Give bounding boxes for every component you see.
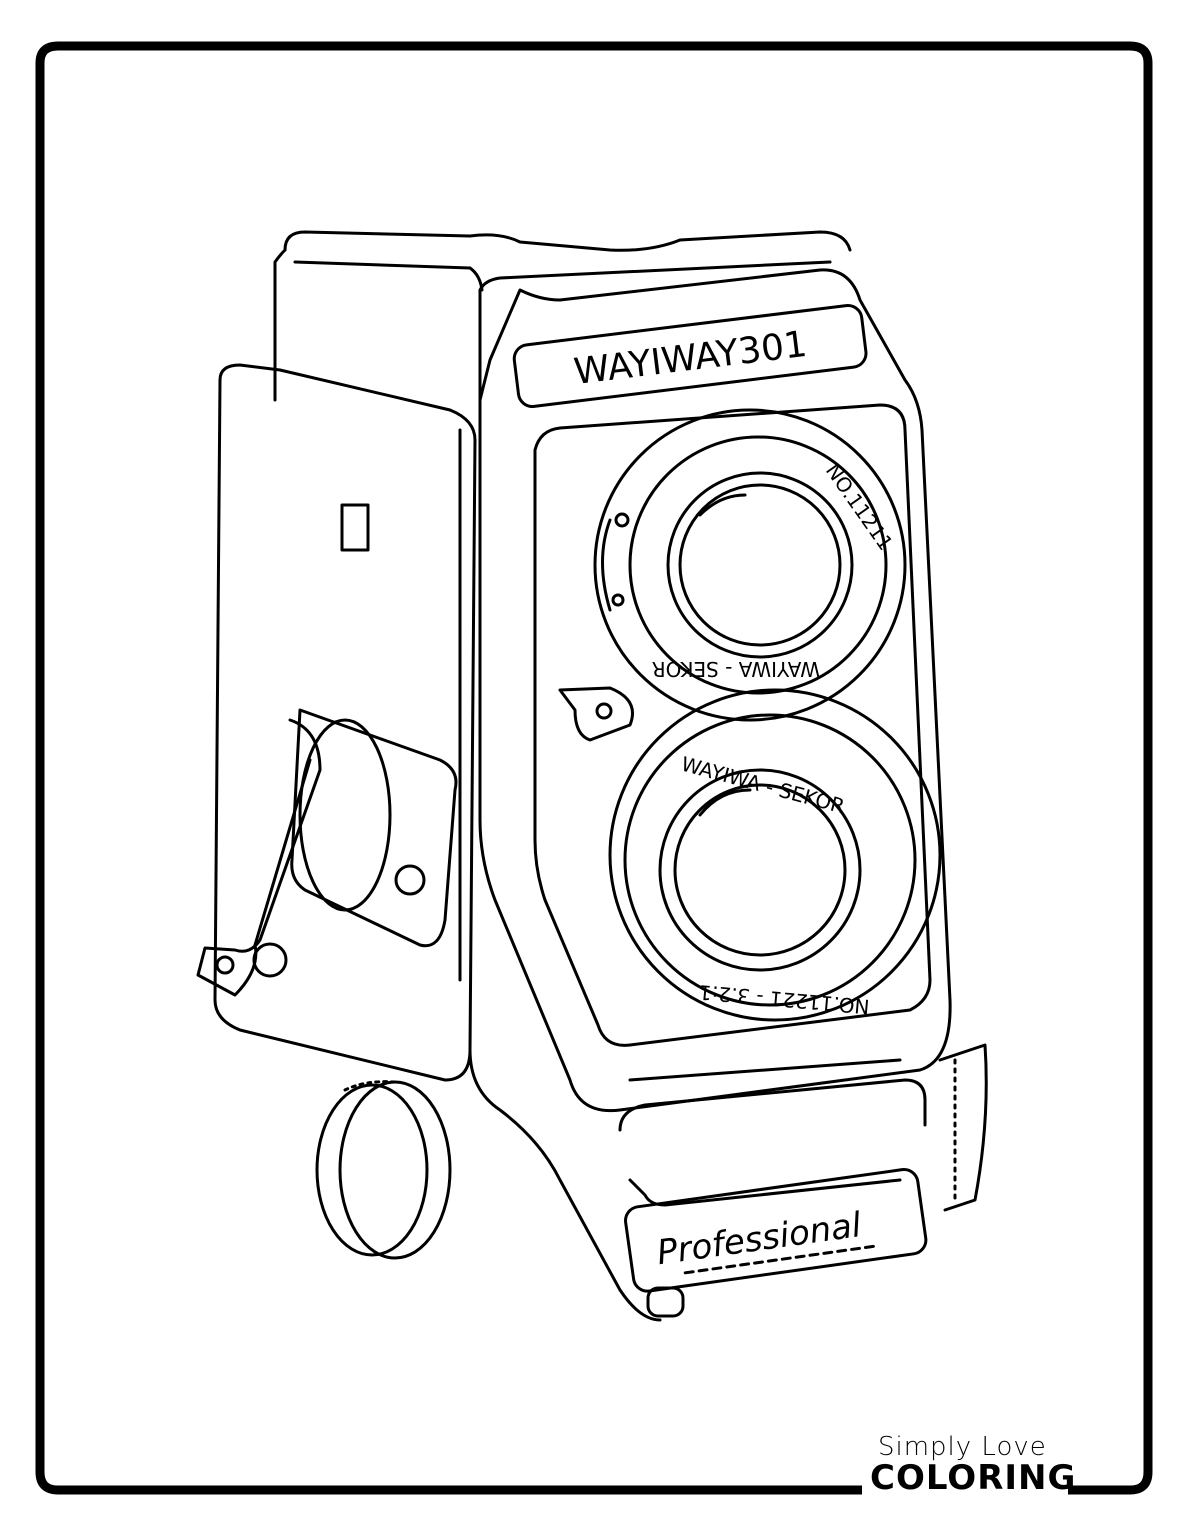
brand-plate — [512, 303, 868, 408]
base-plate — [624, 1168, 928, 1293]
page-frame — [35, 41, 1153, 1495]
right-knob — [938, 1043, 988, 1212]
shutter-lever — [558, 686, 634, 742]
logo-line1: Simply Love — [878, 1432, 1047, 1462]
crank-handle — [196, 718, 322, 997]
svg-text:WAYIWA - SEKOR: WAYIWA - SEKOR — [652, 657, 820, 681]
lower-lens: WAYIWA - SEKOR NO.11221 - 3.2:1 — [608, 688, 942, 1022]
logo-line2: COLORING — [870, 1458, 1077, 1498]
crank-plate — [290, 708, 458, 948]
camera-drawing: WAYIWAY301 NO.11211 WAYIWA - SEKOR WAYIW… — [196, 230, 988, 1322]
side-window — [340, 503, 370, 552]
upper-lens: NO.11211 WAYIWA - SEKOR — [593, 408, 907, 722]
side-knob — [315, 1083, 429, 1257]
